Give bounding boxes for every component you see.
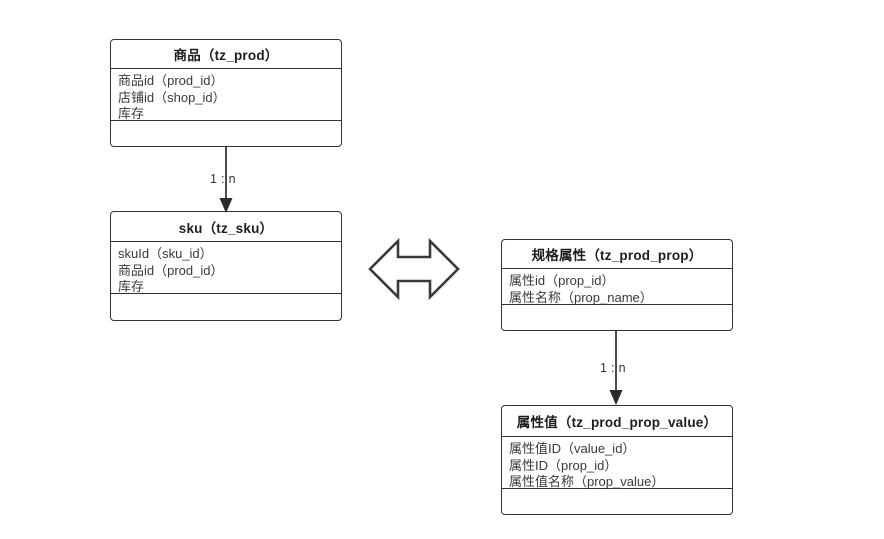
entity-fields-tz-sku: skuId（sku_id） 商品id（prod_id） 库存 — [111, 242, 341, 294]
entity-field: 商品id（prod_id） — [118, 73, 224, 88]
entity-field: 属性ID（prop_id） — [509, 457, 618, 473]
entity-field: skuId（sku_id） — [118, 246, 213, 261]
entity-box-tz-sku[interactable]: sku（tz_sku） skuId（sku_id） 商品id（prod_id） … — [110, 211, 342, 321]
entity-fields-tz-prod-prop: 属性id（prop_id） 属性名称（prop_name） — [502, 269, 732, 305]
entity-methods-tz-sku — [111, 294, 341, 320]
entity-field: 属性名称（prop_name） — [509, 289, 653, 305]
relation-cardinality-label: 1 : n — [600, 361, 626, 375]
entity-field: 属性值ID（value_id） — [509, 441, 636, 456]
entity-header-tz-sku: sku（tz_sku） — [111, 212, 341, 242]
entity-fields-tz-prod-prop-value: 属性值ID（value_id） 属性ID（prop_id） 属性值名称（prop… — [502, 437, 732, 489]
entity-header-tz-prod: 商品（tz_prod） — [111, 40, 341, 69]
entity-header-tz-prod-prop-value: 属性值（tz_prod_prop_value） — [502, 406, 732, 437]
entity-box-tz-prod-prop[interactable]: 规格属性（tz_prod_prop） 属性id（prop_id） 属性名称（pr… — [501, 239, 733, 331]
entity-field: 属性值名称（prop_value） — [509, 474, 665, 489]
entity-fields-tz-prod: 商品id（prod_id） 店铺id（shop_id） 库存 — [111, 69, 341, 121]
entity-methods-tz-prod — [111, 121, 341, 146]
entity-methods-tz-prod-prop — [502, 305, 732, 330]
entity-box-tz-prod[interactable]: 商品（tz_prod） 商品id（prod_id） 店铺id（shop_id） … — [110, 39, 342, 147]
entity-header-tz-prod-prop: 规格属性（tz_prod_prop） — [502, 240, 732, 269]
entity-box-tz-prod-prop-value[interactable]: 属性值（tz_prod_prop_value） 属性值ID（value_id） … — [501, 405, 733, 515]
entity-field: 店铺id（shop_id） — [118, 89, 226, 105]
entity-field: 库存 — [118, 106, 145, 121]
double-headed-arrow-icon — [368, 238, 460, 300]
entity-field: 商品id（prod_id） — [118, 262, 224, 278]
relation-cardinality-label: 1 : n — [210, 172, 236, 186]
entity-field: 属性id（prop_id） — [509, 273, 615, 288]
entity-field: 库存 — [118, 279, 145, 294]
entity-methods-tz-prod-prop-value — [502, 489, 732, 514]
